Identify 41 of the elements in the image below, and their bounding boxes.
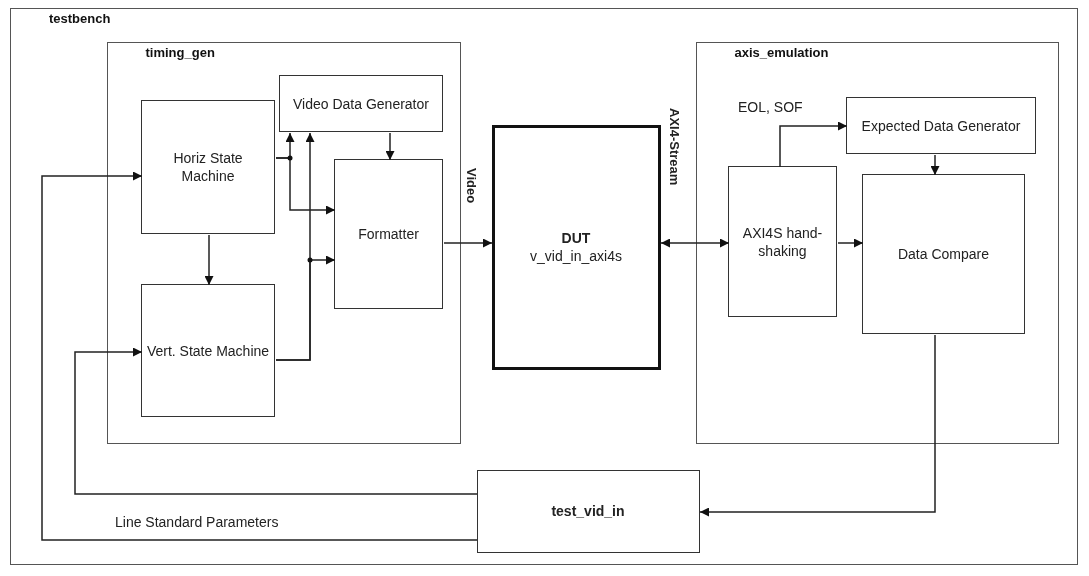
block-label: Data Compare — [897, 245, 989, 263]
module-title: testbench — [49, 11, 111, 26]
process-box — [846, 97, 1036, 154]
module-title: timing_gen — [145, 44, 215, 60]
arrow — [74, 347, 478, 495]
process-box — [476, 469, 700, 553]
edge-label: EOL, SOF — [738, 99, 803, 115]
process-box — [141, 100, 275, 234]
module-frame — [695, 41, 1059, 444]
edge-label: AXI4-Stream — [667, 108, 682, 186]
arrow — [660, 238, 730, 248]
arrow — [275, 157, 336, 215]
process-box — [141, 284, 275, 417]
edge-label: Line Standard Parameters — [115, 514, 279, 530]
process-box — [334, 159, 443, 309]
dut-block — [491, 124, 661, 370]
block-label: Horiz State Machine — [172, 149, 244, 185]
arrow — [385, 132, 395, 161]
arrow — [41, 171, 478, 541]
arrow — [443, 238, 493, 248]
process-box — [279, 75, 443, 132]
process-box — [862, 174, 1025, 334]
edge-label: Video — [464, 168, 479, 204]
arrow — [204, 234, 214, 286]
arrow — [837, 238, 864, 248]
block-label: Expected Data Generator — [861, 116, 1021, 135]
arrow — [699, 334, 936, 517]
block-label: Formatter — [358, 225, 419, 243]
arrow — [930, 154, 940, 176]
block-label: test_vid_in — [551, 502, 625, 520]
module-title: axis_emulation — [734, 44, 829, 60]
arrow — [275, 255, 336, 361]
process-box — [728, 166, 837, 317]
module-name: v_vid_in_axi4s — [530, 247, 622, 265]
block-label: Vert. State Machine — [146, 341, 270, 360]
module-frame — [106, 41, 461, 444]
module-frame — [10, 8, 1078, 565]
block-label: DUT — [561, 229, 591, 247]
arrow — [779, 121, 848, 168]
block-label: Video Data Generator — [293, 94, 429, 113]
block-label: AXI4S hand-shaking — [741, 223, 824, 260]
